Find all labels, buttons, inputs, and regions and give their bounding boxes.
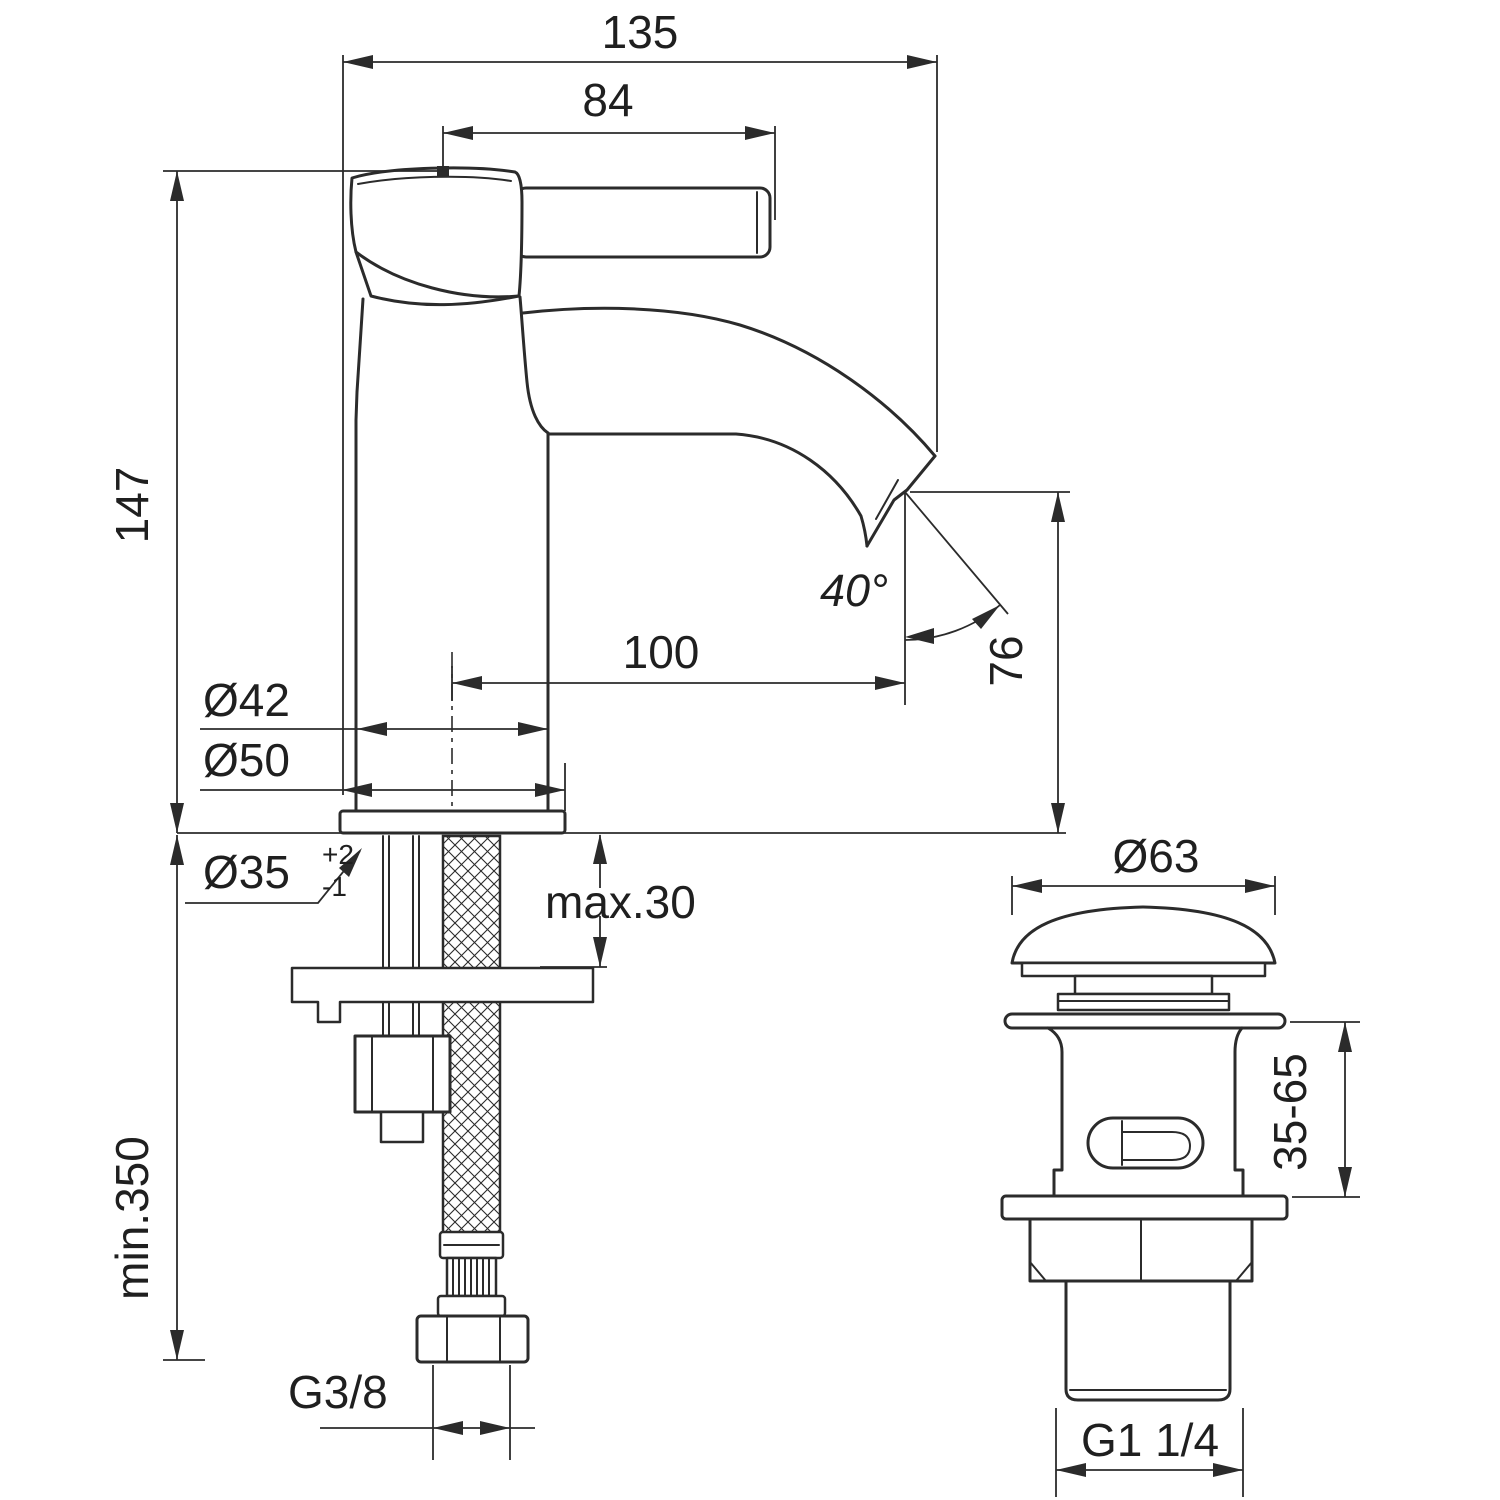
faucet-body	[354, 295, 550, 814]
dim-counter-thickness-label: max.30	[545, 876, 696, 928]
dim-height-label: 147	[106, 467, 158, 544]
dim-counter-thickness: max.30	[540, 834, 696, 968]
dim-spout-angle: 40°	[820, 491, 1009, 644]
dim-hose-length-label: min.350	[106, 1136, 158, 1300]
dim-body-diameter: Ø42	[200, 674, 548, 736]
dim-hose-length: min.350	[106, 835, 205, 1361]
dim-outlet-height: 76	[910, 491, 1070, 833]
handle-cap-rim	[357, 175, 512, 185]
spout	[521, 306, 937, 548]
dim-spout-reach: 100	[451, 492, 906, 705]
dim-outlet-height-label: 76	[980, 635, 1032, 686]
mounting-nut-group	[353, 1001, 452, 1144]
handle-lever	[514, 186, 772, 259]
body-left-edge	[354, 297, 365, 814]
dim-spout-angle-label: 40°	[820, 565, 888, 616]
dim-clamping-range: 35-65	[1264, 1021, 1360, 1198]
dim-total-depth: 135	[342, 6, 938, 795]
neck-spout-fillet	[518, 295, 550, 435]
dim-total-depth-label: 135	[602, 6, 679, 58]
mounting-stud	[382, 835, 420, 969]
spout-top-edge	[521, 306, 937, 458]
hose-connector	[415, 1230, 530, 1364]
dim-clamping-range-label: 35-65	[1264, 1053, 1316, 1171]
stud-washer	[379, 1110, 425, 1144]
hose-collar	[436, 1294, 507, 1318]
waste-hex-nut	[1028, 1217, 1254, 1283]
supply-hose	[441, 834, 502, 1238]
dim-body-diameter-label: Ø42	[203, 674, 290, 726]
dim-base-diameter-label: Ø50	[203, 734, 290, 786]
waste-flange	[1003, 1012, 1287, 1030]
overflow-slot	[1086, 1116, 1205, 1170]
aerator-line	[875, 479, 899, 520]
waste-stem	[1073, 974, 1214, 996]
waste-cap-dome	[1010, 905, 1277, 965]
spout-outlet-face	[865, 454, 937, 548]
waste-body	[1046, 1026, 1245, 1198]
dimensions: 135 84 147 min.350 max.30	[106, 6, 1360, 1497]
dim-handle-length: 84	[442, 74, 776, 220]
dim-cap-diameter: Ø63	[1011, 830, 1276, 915]
mounting-nut	[353, 1034, 452, 1114]
base-plate	[338, 809, 567, 835]
waste-locknut-flange	[1000, 1194, 1289, 1221]
mounting-bracket	[290, 966, 595, 1024]
dim-inlet-thread: G3/8	[288, 1365, 535, 1460]
waste-cap-rim	[1020, 961, 1267, 978]
dim-cap-diameter-label: Ø63	[1113, 830, 1200, 882]
waste-drawing	[1000, 905, 1289, 1402]
dim-handle-length-label: 84	[582, 74, 633, 126]
faucet-drawing	[290, 166, 937, 1364]
dim-outlet-thread: G1 1/4	[1055, 1408, 1244, 1497]
dim-base-diameter: Ø50	[200, 734, 566, 811]
dim-height: 147	[106, 170, 447, 833]
dim-spout-reach-label: 100	[623, 626, 700, 678]
dim-hole-tol-minus: -1	[322, 871, 347, 902]
hose-nut	[415, 1314, 530, 1364]
dim-outlet-thread-label: G1 1/4	[1081, 1414, 1219, 1466]
handle-cap	[349, 166, 524, 299]
dim-hole-diameter: Ø35 +2 -1	[185, 839, 362, 904]
spout-bottom-edge	[546, 432, 869, 548]
dim-hole-tol-plus: +2	[322, 839, 354, 870]
dim-inlet-thread-label: G3/8	[288, 1366, 388, 1418]
waste-thread-shank	[1064, 1279, 1232, 1402]
dim-hole-diameter-label: Ø35	[203, 846, 290, 898]
handle-cap-skirt	[354, 250, 521, 307]
